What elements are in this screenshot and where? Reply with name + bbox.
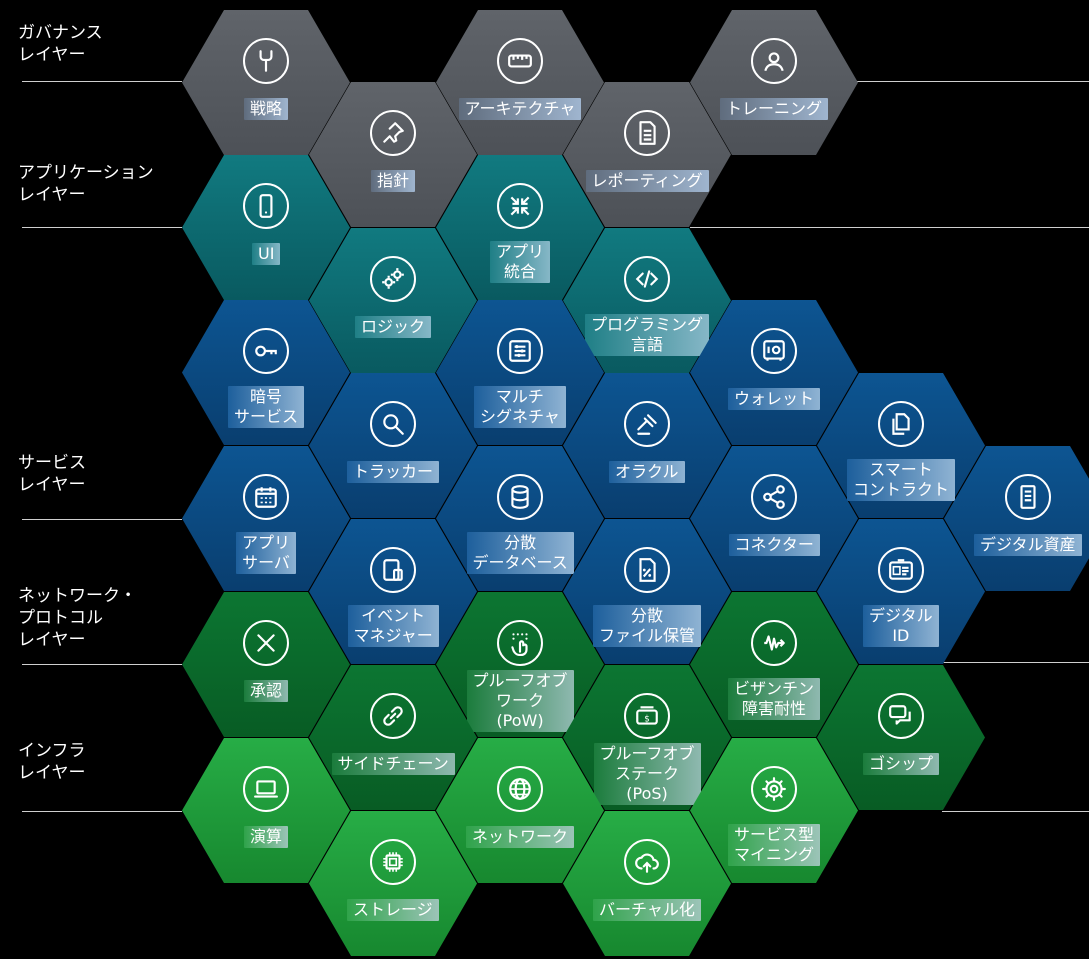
hex-label-approval: 承認 bbox=[244, 680, 289, 702]
globe-icon bbox=[497, 766, 543, 812]
hex-label-storage: ストレージ bbox=[347, 899, 439, 921]
cloud-upload-icon bbox=[624, 839, 670, 885]
hex-label-event-manager: イベント マネジャー bbox=[347, 605, 439, 647]
code-icon bbox=[624, 256, 670, 302]
hex-label-multisig: マルチ シグネチャ bbox=[474, 386, 566, 428]
cash-icon: $ bbox=[624, 693, 670, 739]
hex-label-guideline: 指針 bbox=[371, 170, 416, 192]
hex-label-ui: UI bbox=[252, 243, 281, 265]
cross-icon bbox=[243, 620, 289, 666]
hex-label-proof-of-stake: プルーフオブ ステーク (PoS) bbox=[593, 743, 701, 805]
hex-label-distributed-database: 分散 データベース bbox=[466, 532, 574, 574]
key-icon bbox=[243, 328, 289, 374]
signal-icon bbox=[751, 620, 797, 666]
hex-label-virtualization: バーチャル化 bbox=[593, 899, 701, 921]
hex-label-gossip: ゴシップ bbox=[863, 753, 940, 775]
separator-left-infra bbox=[22, 811, 182, 812]
fork-icon bbox=[243, 38, 289, 84]
safe-icon bbox=[751, 328, 797, 374]
hex-label-training: トレーニング bbox=[720, 98, 829, 120]
calendar-icon bbox=[243, 474, 289, 520]
laptop-icon bbox=[243, 766, 289, 812]
id-card-icon bbox=[878, 547, 924, 593]
link-icon bbox=[370, 693, 416, 739]
hex-label-tracker: トラッカー bbox=[347, 461, 440, 483]
hex-label-network: ネットワーク bbox=[466, 826, 575, 848]
layer-label-infra: インフラ レイヤー bbox=[18, 741, 86, 783]
database-icon bbox=[497, 474, 543, 520]
hex-label-programming-language: プログラミング 言語 bbox=[585, 314, 710, 356]
person-icon bbox=[751, 38, 797, 84]
hex-label-strategy: 戦略 bbox=[244, 98, 289, 120]
hex-label-app-integration: アプリ 統合 bbox=[490, 241, 551, 283]
hex-label-app-server: アプリ サーバ bbox=[236, 532, 297, 574]
gear-icon bbox=[751, 766, 797, 812]
ruler-icon bbox=[497, 38, 543, 84]
separator-left-application bbox=[22, 227, 182, 228]
hex-label-digital-asset: デジタル資産 bbox=[974, 534, 1082, 556]
hex-label-sidechain: サイドチェーン bbox=[331, 753, 455, 775]
hex-label-crypto-service: 暗号 サービス bbox=[228, 386, 305, 428]
share-icon bbox=[751, 474, 797, 520]
compress-arrows-icon bbox=[497, 183, 543, 229]
layer-label-application: アプリケーション レイヤー bbox=[18, 163, 154, 205]
separator-left-network bbox=[22, 664, 182, 665]
document-icon bbox=[624, 110, 670, 156]
hex-label-reporting: レポーティング bbox=[585, 170, 709, 192]
hex-label-architecture: アーキテクチャ bbox=[458, 98, 582, 120]
abacus-icon bbox=[497, 328, 543, 374]
hex-label-logic: ロジック bbox=[355, 316, 432, 338]
pushpin-icon bbox=[370, 110, 416, 156]
hex-label-bft: ビザンチン 障害耐性 bbox=[728, 678, 821, 720]
gears-icon bbox=[370, 256, 416, 302]
layer-label-network-protocol: ネットワーク・ プロトコル レイヤー bbox=[18, 586, 137, 650]
separator-left-governance bbox=[22, 81, 182, 82]
tablet-icon bbox=[370, 547, 416, 593]
hex-label-oracle: オラクル bbox=[609, 461, 685, 483]
separator-right-governance bbox=[850, 81, 1089, 82]
hex-label-digital-id: デジタル ID bbox=[863, 605, 939, 647]
separator-right-application bbox=[690, 227, 1089, 228]
chip-icon bbox=[370, 839, 416, 885]
separator-right-infra bbox=[942, 811, 1089, 812]
svg-text:$: $ bbox=[644, 714, 650, 724]
hex-label-smart-contract: スマート コントラクト bbox=[847, 459, 956, 501]
server-icon bbox=[1005, 474, 1051, 520]
hex-label-wallet: ウォレット bbox=[728, 388, 821, 410]
chat-icon bbox=[878, 693, 924, 739]
separator-left-service bbox=[22, 519, 182, 520]
hand-tap-icon bbox=[497, 620, 543, 666]
copy-document-icon bbox=[878, 401, 924, 447]
hex-label-mining-as-a-service: サービス型 マイニング bbox=[728, 824, 821, 866]
hex-label-distributed-file-storage: 分散 ファイル保管 bbox=[593, 605, 702, 647]
layer-label-service: サービス レイヤー bbox=[18, 453, 86, 495]
magnifier-icon bbox=[370, 401, 416, 447]
separator-right-network bbox=[942, 662, 1089, 663]
hex-label-proof-of-work: プルーフオブ ワーク (PoW) bbox=[466, 670, 574, 732]
hex-label-connector: コネクター bbox=[728, 534, 820, 556]
hex-label-compute: 演算 bbox=[244, 826, 289, 848]
gavel-icon bbox=[624, 401, 670, 447]
percent-file-icon bbox=[624, 547, 670, 593]
smartphone-icon bbox=[243, 183, 289, 229]
layer-label-governance: ガバナンス レイヤー bbox=[18, 23, 103, 65]
